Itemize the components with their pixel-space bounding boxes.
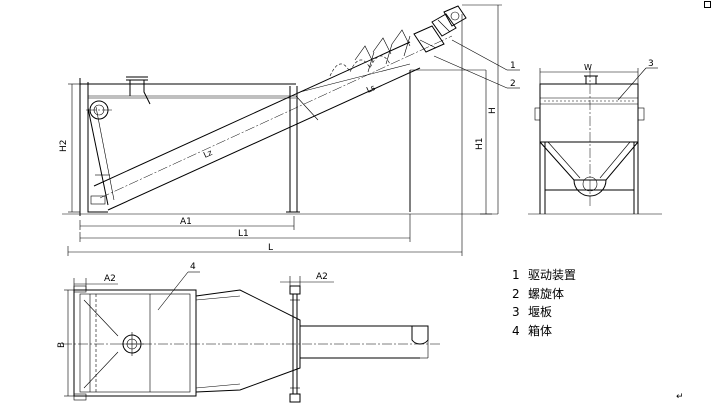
dim-a1: A1: [180, 217, 192, 227]
side-dimensions: H2 H1 H A1 L1 L: [59, 5, 499, 256]
legend-num: 2: [512, 286, 520, 301]
legend-num: 4: [512, 323, 520, 338]
callouts-side: 1 2: [507, 61, 520, 89]
legend-num: 3: [512, 305, 520, 319]
callout-3: 3: [648, 59, 654, 69]
dim-a2-right: A2: [316, 272, 328, 282]
return-mark-icon: ↵: [676, 392, 684, 402]
parts-legend: 1 驱动装置 2 螺旋体 3 堰板 4 箱体: [512, 266, 576, 340]
legend-name: 螺旋体: [528, 286, 565, 301]
trough-mark-lz: Lz: [202, 148, 214, 160]
legend-item: 1 驱动装置: [512, 266, 576, 285]
legend-name: 箱体: [528, 323, 553, 338]
legend-item: 4 箱体: [512, 322, 576, 341]
legend-name: 驱动装置: [528, 268, 577, 282]
side-view: Lz Ls: [62, 4, 508, 216]
legend-name: 堰板: [528, 305, 553, 319]
plan-view: B A2 A2 4: [57, 262, 440, 403]
legend-item: 3 堰板: [512, 303, 576, 322]
legend-num: 1: [512, 268, 520, 282]
dim-b: B: [57, 342, 67, 348]
callout-2: 2: [510, 79, 516, 89]
corner-box-icon: [704, 1, 711, 8]
dim-a2-left: A2: [104, 274, 116, 284]
dim-l1: L1: [238, 229, 249, 239]
trough-mark-ls: Ls: [365, 83, 377, 95]
dim-w: W: [584, 63, 592, 72]
dim-h: H: [488, 107, 498, 114]
legend-item: 2 螺旋体: [512, 285, 576, 304]
end-view: W 3: [528, 59, 662, 215]
callout-4: 4: [190, 262, 196, 272]
dim-h1: H1: [475, 138, 485, 151]
dim-l: L: [268, 243, 273, 253]
callout-1: 1: [510, 61, 516, 71]
dim-h2: H2: [59, 140, 69, 153]
